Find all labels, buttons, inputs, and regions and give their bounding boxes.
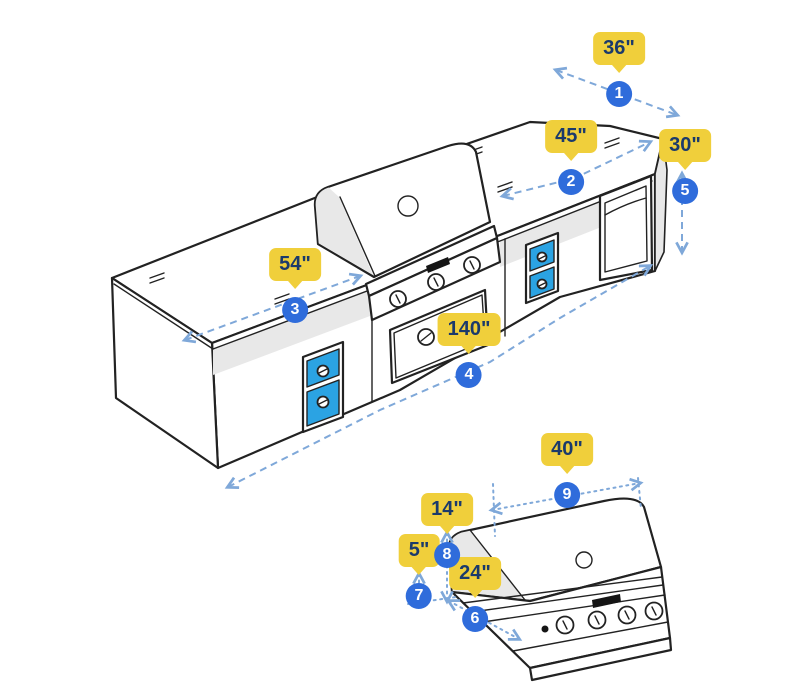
dimension-tag: 30" bbox=[659, 129, 711, 162]
dimension-tag: 54" bbox=[269, 248, 321, 281]
dimension-tag: 5" bbox=[398, 534, 440, 567]
dimension-value: 30" bbox=[669, 134, 701, 156]
dimension-number-badge: 3 bbox=[281, 297, 308, 323]
dimension-tag: 14" bbox=[421, 493, 473, 526]
dimension-tag: 45" bbox=[545, 120, 597, 153]
dimension-marker-5: 30" 5 bbox=[659, 129, 711, 204]
cabinet-doors-left bbox=[301, 340, 345, 434]
hood-thermometer bbox=[397, 195, 419, 217]
dimension-number-badge: 2 bbox=[557, 169, 584, 195]
dimension-number-badge: 7 bbox=[405, 583, 432, 609]
dimension-marker-6: 24" 6 bbox=[449, 557, 501, 632]
grill-head-thermometer bbox=[575, 551, 593, 569]
tag-pointer-icon bbox=[558, 465, 575, 474]
dimension-value: 140" bbox=[447, 318, 491, 340]
dim-guide-40-right bbox=[637, 477, 642, 510]
dim-line-40 bbox=[488, 477, 644, 516]
dim-line-140 bbox=[224, 264, 654, 490]
tag-pointer-icon bbox=[438, 525, 455, 534]
dimension-value: 36" bbox=[603, 37, 635, 59]
dim-guide-40-left bbox=[492, 483, 496, 537]
dimension-marker-9: 40" 9 bbox=[541, 433, 593, 508]
dimension-number-badge: 9 bbox=[553, 482, 580, 508]
dimension-value: 24" bbox=[459, 562, 491, 584]
dimension-marker-2: 45" 2 bbox=[545, 120, 597, 195]
dimension-number-badge: 8 bbox=[433, 542, 460, 568]
dimension-number-badge: 1 bbox=[605, 81, 632, 107]
tag-pointer-icon bbox=[562, 152, 579, 161]
island-left-face bbox=[110, 276, 220, 470]
dimension-number-badge: 4 bbox=[455, 362, 482, 388]
tag-pointer-icon bbox=[610, 64, 627, 73]
dimension-value: 5" bbox=[408, 539, 430, 561]
dimension-marker-4: 140" 4 bbox=[437, 313, 501, 388]
grill-head-display bbox=[592, 594, 621, 608]
dimension-value: 45" bbox=[555, 125, 587, 147]
dimension-number-badge: 5 bbox=[671, 178, 698, 204]
cabinet-doors-right bbox=[524, 231, 560, 305]
dimension-tag: 40" bbox=[541, 433, 593, 466]
ignitor-button bbox=[541, 625, 549, 633]
dimension-marker-8: 14" 8 bbox=[421, 493, 473, 568]
dimension-tag: 140" bbox=[437, 313, 501, 346]
dimension-tag: 36" bbox=[593, 32, 645, 65]
dimension-number-badge: 6 bbox=[461, 606, 488, 632]
tag-pointer-icon bbox=[286, 280, 303, 289]
dimension-value: 54" bbox=[279, 253, 311, 275]
dimension-marker-1: 36" 1 bbox=[593, 32, 645, 107]
grill-head-bottom-lip bbox=[528, 636, 673, 682]
dimension-marker-3: 54" 3 bbox=[269, 248, 321, 323]
tag-pointer-icon bbox=[466, 589, 483, 598]
grill-head-drawing bbox=[447, 497, 673, 682]
tag-pointer-icon bbox=[460, 345, 477, 354]
tag-pointer-icon bbox=[676, 161, 693, 170]
hood-crease bbox=[339, 196, 376, 277]
island-right-face bbox=[654, 138, 668, 272]
dimension-value: 40" bbox=[551, 438, 583, 460]
dimension-value: 14" bbox=[431, 498, 463, 520]
